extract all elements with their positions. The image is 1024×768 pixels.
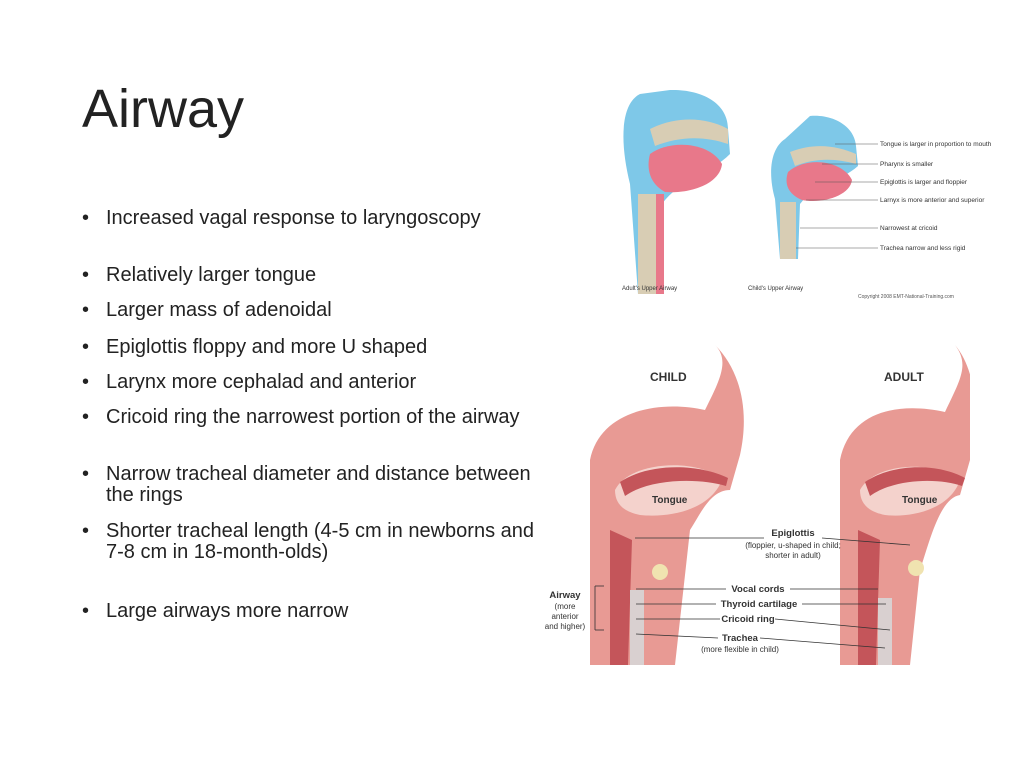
bullet-item: • Epiglottis floppy and more U shaped [82, 337, 552, 358]
bullet-item: • Shorter tracheal length (4-5 cm in newb… [82, 521, 552, 563]
bullet-item: • Larger mass of adenoidal [82, 300, 552, 321]
trachea-label: Trachea [722, 633, 759, 644]
bullet-item: • Cricoid ring the narrowest portion of t… [82, 407, 552, 428]
cricoid-ring-label: Cricoid ring [721, 614, 775, 625]
epiglottis-label: Epiglottis [771, 528, 814, 539]
bullet-text: Increased vagal response to laryngoscopy [106, 207, 481, 229]
anatomy-leader-lines [594, 537, 911, 649]
airway-note-3: and higher) [545, 622, 586, 631]
bullet-text: Larynx more cephalad and anterior [106, 371, 417, 393]
adult-trachea [878, 598, 892, 665]
adult-heading: ADULT [884, 370, 924, 384]
child-tongue-label: Tongue [652, 495, 688, 506]
bullet-item: • Narrow tracheal diameter and distance b… [82, 464, 552, 506]
bullet-item: • Relatively larger tongue [82, 265, 552, 286]
bullet-marker: • [82, 600, 90, 622]
vocal-cords-label: Vocal cords [731, 584, 784, 595]
label-pharynx-smaller: Pharynx is smaller [880, 161, 934, 168]
adult-esophagus [656, 194, 664, 294]
label-epiglottis-larger: Epiglottis is larger and floppier [880, 179, 968, 186]
child-palate [790, 146, 856, 166]
bullet-marker: • [82, 207, 90, 229]
child-caption: Child's Upper Airway [748, 286, 803, 292]
bullet-marker: • [82, 520, 90, 542]
child-trachea [630, 590, 644, 665]
bullet-text: Large airways more narrow [106, 600, 349, 622]
child-trachea [780, 202, 796, 259]
label-tongue-larger: Tongue is larger in proportion to mouth [880, 141, 992, 148]
adult-airway [858, 530, 880, 665]
epiglottis-note-1: (floppier, u-shaped in child; [745, 541, 841, 550]
adult-palate [650, 119, 728, 146]
adult-epiglottis [908, 560, 924, 576]
bullet-text: Cricoid ring the narrowest portion of th… [106, 406, 520, 428]
child-heading: CHILD [650, 370, 687, 384]
bullet-text: Epiglottis floppy and more U shaped [106, 336, 428, 358]
bullet-text: Larger mass of adenoidal [106, 299, 332, 321]
label-trachea-narrow: Trachea narrow and less rigid [880, 245, 966, 252]
child-adult-anatomy-figure: CHILD ADULT Tongue Tongue Epiglottis (fl… [545, 345, 970, 665]
bullet-marker: • [82, 406, 90, 428]
adult-caption: Adult's Upper Airway [622, 286, 677, 292]
bullet-marker: • [82, 299, 90, 321]
label-narrowest-cricoid: Narrowest at cricoid [880, 225, 938, 232]
copyright-text: Copyright 2008 EMT-National-Training.com [858, 294, 954, 300]
bullet-item: • Increased vagal response to laryngoscop… [82, 208, 552, 229]
leader-lines [796, 143, 878, 249]
child-oral-cavity [620, 467, 728, 496]
bullet-text: Shorter tracheal length (4-5 cm in newbo… [106, 520, 535, 563]
child-epiglottis [652, 564, 668, 580]
label-larynx-anterior: Larnyx is more anterior and superior [880, 197, 985, 204]
child-tongue [786, 162, 852, 202]
bullet-text: Relatively larger tongue [106, 264, 317, 286]
bullet-item: • Large airways more narrow [82, 601, 552, 622]
airway-note-2: anterior [551, 612, 578, 621]
epiglottis-note-2: shorter in adult) [765, 551, 821, 560]
child-airway [610, 530, 632, 665]
airway-note-1: (more [555, 602, 576, 611]
bullet-item: • Larynx more cephalad and anterior [82, 372, 552, 393]
bullet-marker: • [82, 336, 90, 358]
adult-tongue-label: Tongue [902, 495, 938, 506]
bullet-marker: • [82, 463, 90, 485]
adult-trachea [638, 194, 656, 294]
adult-tongue [648, 144, 722, 193]
upper-airway-figure: Adult's Upper Airway Child's Upper Airwa… [622, 89, 992, 300]
slide-title: Airway [82, 79, 245, 139]
bullet-text: Narrow tracheal diameter and distance be… [106, 463, 531, 506]
bullet-marker: • [82, 264, 90, 286]
adult-oral-cavity [865, 467, 965, 496]
trachea-note: (more flexible in child) [701, 645, 779, 654]
thyroid-cartilage-label: Thyroid cartilage [721, 599, 798, 610]
bullet-marker: • [82, 371, 90, 393]
airway-label: Airway [549, 590, 581, 601]
